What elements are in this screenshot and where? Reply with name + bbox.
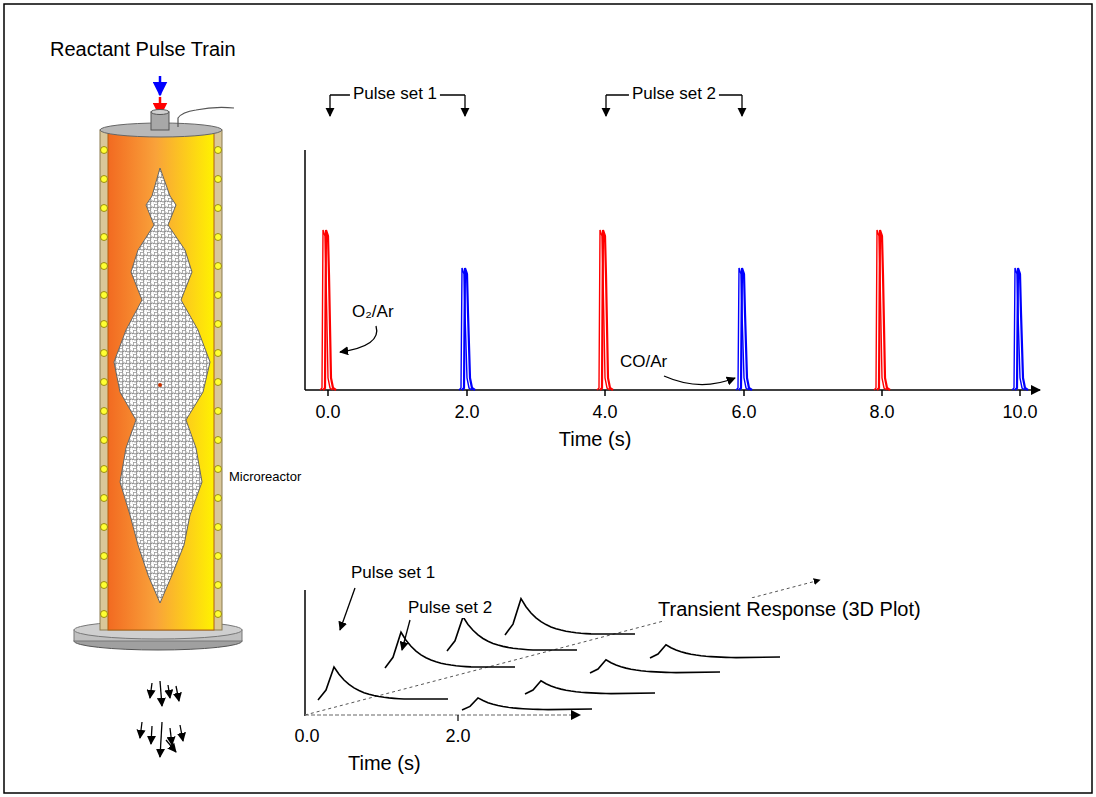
tick-label: 0.0 xyxy=(315,402,340,423)
microreactor xyxy=(74,107,242,650)
reactant-pulses xyxy=(320,230,1028,390)
gas-label: CO/Ar xyxy=(620,352,667,372)
pulse-set-label: Pulse set 1 xyxy=(348,563,438,583)
heater-dots xyxy=(101,147,222,618)
exit-arrows xyxy=(140,681,183,757)
pulse-set-label: Pulse set 2 xyxy=(629,84,719,104)
pulse-set-label: Pulse set 2 xyxy=(405,598,495,618)
pulse-set-label: Pulse set 1 xyxy=(350,84,440,104)
tick-label: 8.0 xyxy=(869,402,894,423)
axis-title: Time (s) xyxy=(348,752,421,775)
tick-label: 10.0 xyxy=(1002,402,1037,423)
tick-label: 2.0 xyxy=(454,402,479,423)
plot-title: Transient Response (3D Plot) xyxy=(655,598,924,621)
tick-label: 2.0 xyxy=(445,726,470,747)
axis-title: Time (s) xyxy=(559,428,632,451)
part-name: Microreactor xyxy=(226,470,304,485)
pulse-axes xyxy=(305,150,1040,396)
tick-label: 4.0 xyxy=(592,402,617,423)
tick-label: 0.0 xyxy=(294,726,319,747)
heading: Reactant Pulse Train xyxy=(50,38,236,61)
frame xyxy=(4,4,1092,793)
tick-label: 6.0 xyxy=(731,402,756,423)
gas-leaders xyxy=(340,326,735,385)
gas-label: O₂/Ar xyxy=(352,302,394,322)
